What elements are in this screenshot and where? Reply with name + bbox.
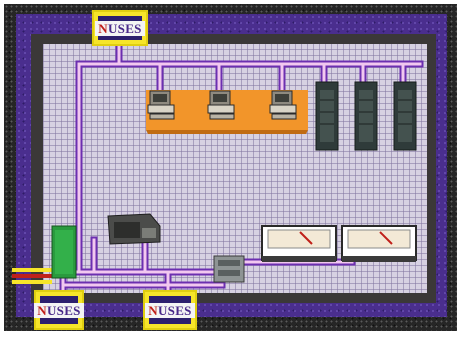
server-rack-1 [315, 81, 339, 151]
workstation-2 [207, 90, 235, 120]
green-cabinet [51, 225, 77, 279]
nuses-label-bottom-left: NUSES [34, 290, 84, 330]
external-lines [12, 268, 52, 284]
network-hub [213, 255, 245, 283]
server-rack-2 [354, 81, 378, 151]
printer-2 [341, 225, 417, 262]
nuses-label-top: NUSES [92, 10, 148, 46]
workstation-1 [147, 90, 175, 120]
nuses-label-text: NUSES [145, 302, 195, 318]
printer-1 [261, 225, 337, 262]
nuses-label-text: NUSES [34, 302, 84, 318]
nuses-label-text: NUSES [95, 20, 145, 36]
server-rack-3 [393, 81, 417, 151]
copier [107, 213, 161, 245]
nuses-label-bottom-center: NUSES [143, 290, 197, 330]
workstation-3 [269, 90, 297, 120]
